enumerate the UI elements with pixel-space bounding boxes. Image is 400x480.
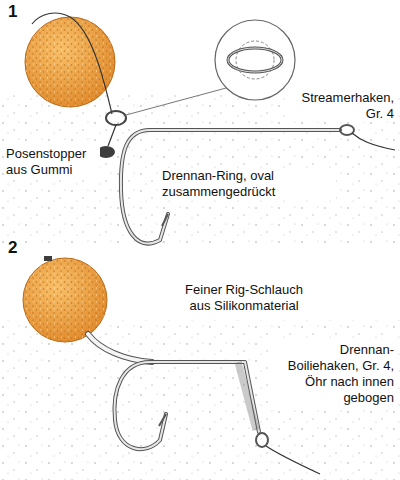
silicone-tube bbox=[238, 362, 256, 430]
inset-pointer bbox=[126, 88, 226, 115]
boilie bbox=[25, 17, 115, 107]
callout-number: 2 bbox=[6, 238, 19, 258]
hook-barb bbox=[162, 214, 168, 226]
drennan-ring bbox=[106, 111, 126, 125]
part-label: Posenstopper aus Gummi bbox=[4, 146, 100, 178]
sand-ground bbox=[0, 320, 400, 480]
boilie-hook bbox=[114, 362, 259, 449]
part-label: Feiner Rig-Schlauch aus Silikonmaterial bbox=[180, 282, 308, 314]
main-line bbox=[352, 133, 395, 150]
silicone-tube bbox=[88, 334, 152, 362]
silicone-tube bbox=[88, 334, 152, 362]
boilie-stopper bbox=[44, 256, 52, 261]
hair-line bbox=[32, 13, 112, 114]
hook-eye bbox=[256, 433, 268, 447]
hook-barb bbox=[159, 414, 166, 426]
part-label: Streamerhaken, Gr. 4 bbox=[286, 90, 396, 122]
boilie-hook bbox=[114, 362, 259, 449]
ring-inset bbox=[215, 20, 295, 100]
main-line bbox=[266, 446, 320, 474]
hair-line bbox=[108, 125, 116, 146]
streamer-hook bbox=[121, 130, 340, 243]
part-label: Drennan-Ring, oval zusammengedrückt bbox=[160, 168, 336, 200]
part-label: Drennan-Boiliehaken, Gr. 4, Öhr nach inn… bbox=[268, 342, 396, 406]
streamer-hook bbox=[121, 130, 340, 243]
boilie bbox=[23, 258, 107, 342]
callout-number: 1 bbox=[6, 2, 19, 22]
